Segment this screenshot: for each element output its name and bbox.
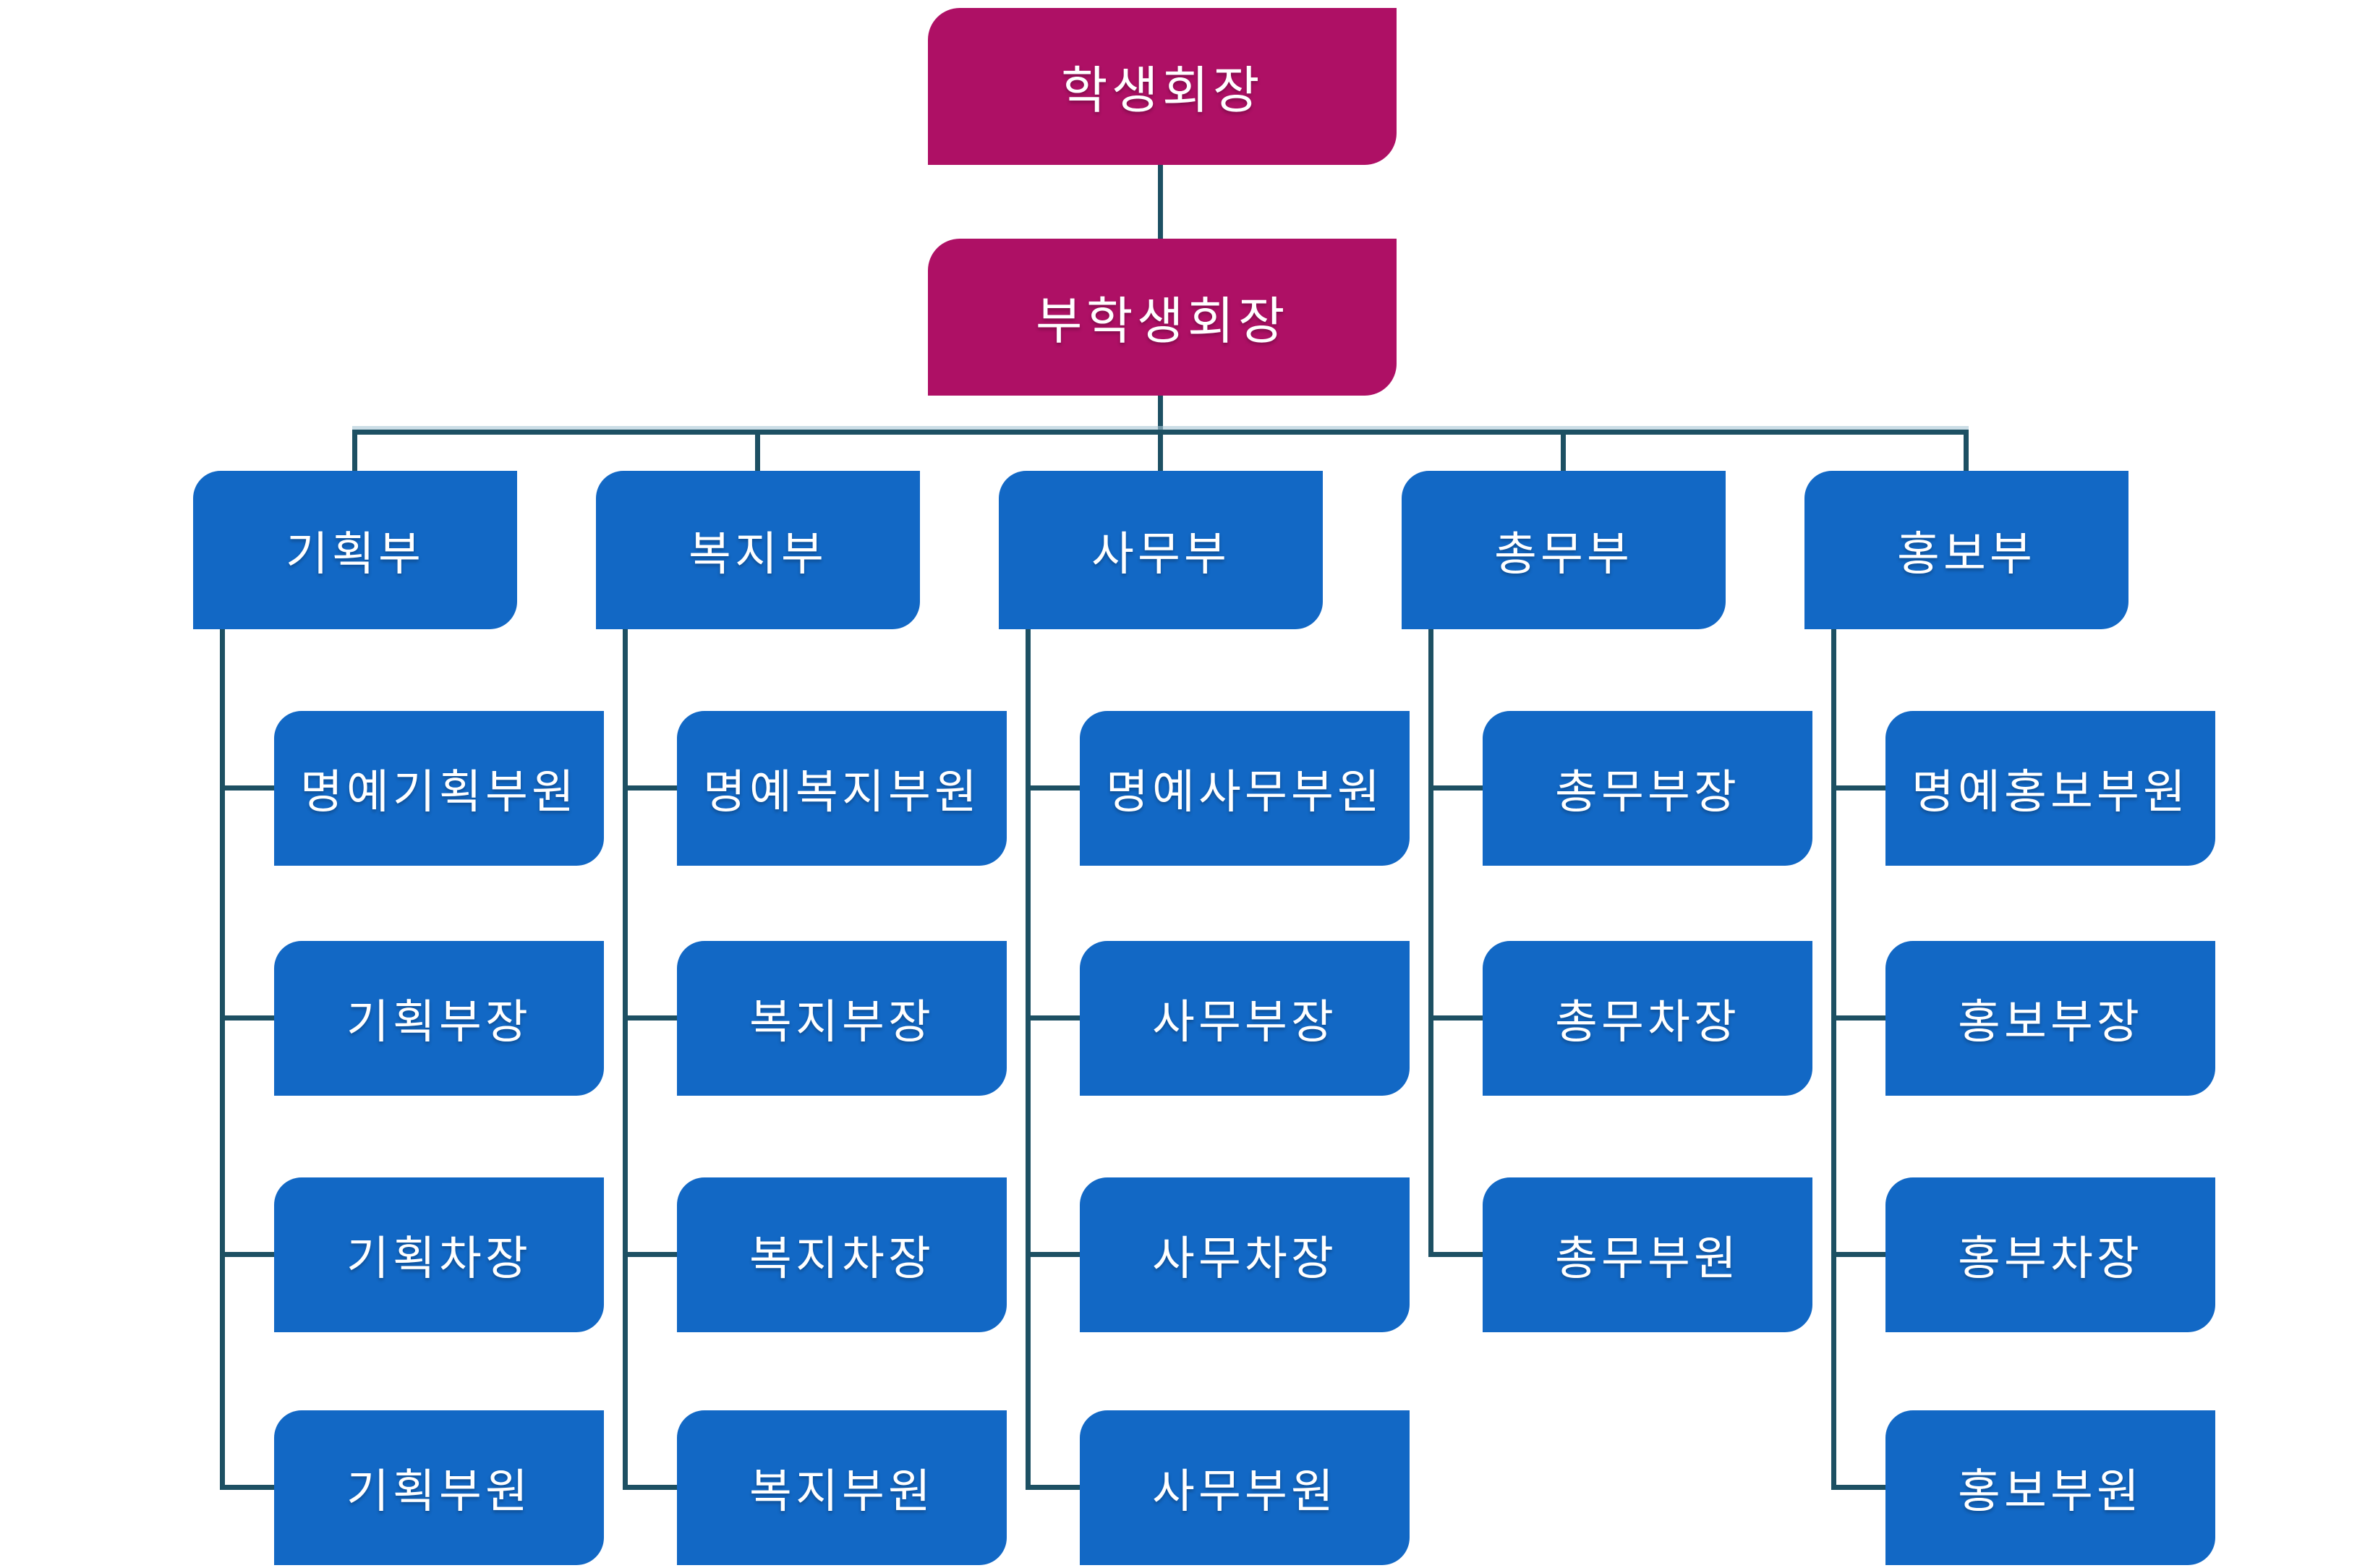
column-line-welfare: [623, 629, 628, 1490]
connector-drop-office: [1158, 430, 1163, 471]
stub-general-affairs-0: [1428, 785, 1486, 791]
node-general-affairs-head: 총무부장: [1483, 711, 1812, 866]
stub-planning-1: [220, 1015, 277, 1021]
connector-drop-welfare: [755, 430, 760, 471]
connector-vice-bus: [1158, 396, 1163, 430]
dept-label-general-affairs: 총무부: [1494, 527, 1633, 580]
node-label: 홍보부장: [1958, 996, 2143, 1048]
column-line-general-affairs: [1428, 629, 1433, 1257]
stub-pr-2: [1831, 1252, 1888, 1257]
node-label: 총무차장: [1555, 996, 1740, 1048]
node-label: 명예사무부원: [1106, 766, 1384, 818]
node-planning-member: 기획부원: [274, 1410, 604, 1565]
node-planning-deputy: 기획차장: [274, 1177, 604, 1332]
stub-planning-2: [220, 1252, 277, 1257]
node-label: 총무부장: [1555, 766, 1740, 818]
node-label: 명예홍보부원: [1912, 766, 2189, 818]
connector-drop-planning: [352, 430, 357, 471]
stub-office-3: [1026, 1485, 1083, 1490]
stub-planning-3: [220, 1485, 277, 1490]
stub-pr-0: [1831, 785, 1888, 791]
node-label: 기획차장: [346, 1232, 532, 1284]
node-planning-honorary-member: 명예기획부원: [274, 711, 604, 866]
dept-box-pr: 홍보부: [1804, 471, 2128, 629]
dept-box-office: 사무부: [999, 471, 1323, 629]
stub-welfare-1: [623, 1015, 680, 1021]
node-office-honorary-member: 명예사무부원: [1080, 711, 1410, 866]
node-label: 사무부장: [1152, 996, 1337, 1048]
node-pr-deputy: 홍부차장: [1885, 1177, 2215, 1332]
stub-office-0: [1026, 785, 1083, 791]
stub-office-1: [1026, 1015, 1083, 1021]
column-line-office: [1026, 629, 1031, 1490]
node-label: 기획부원: [346, 1465, 532, 1517]
dept-label-welfare: 복지부: [689, 527, 827, 580]
node-general-affairs-deputy: 총무차장: [1483, 941, 1812, 1096]
dept-box-general-affairs: 총무부: [1402, 471, 1726, 629]
vice-president-box: 부학생회장: [928, 239, 1397, 396]
node-office-member: 사무부원: [1080, 1410, 1410, 1565]
stub-planning-0: [220, 785, 277, 791]
node-office-head: 사무부장: [1080, 941, 1410, 1096]
dept-box-welfare: 복지부: [596, 471, 920, 629]
node-label: 기획부장: [346, 996, 532, 1048]
node-label: 복지부장: [749, 996, 934, 1048]
dept-box-planning: 기획부: [193, 471, 517, 629]
node-label: 명예기획부원: [300, 766, 578, 818]
dept-label-planning: 기획부: [286, 527, 425, 580]
vice-president-label: 부학생회장: [1036, 293, 1289, 349]
dept-label-pr: 홍보부: [1897, 527, 2036, 580]
stub-pr-3: [1831, 1485, 1888, 1490]
stub-office-2: [1026, 1252, 1083, 1257]
stub-welfare-3: [623, 1485, 680, 1490]
node-label: 총무부원: [1555, 1232, 1740, 1284]
column-line-pr: [1831, 629, 1836, 1490]
node-office-deputy: 사무차장: [1080, 1177, 1410, 1332]
node-general-affairs-member: 총무부원: [1483, 1177, 1812, 1332]
node-label: 홍보부원: [1958, 1465, 2143, 1517]
node-pr-honorary-member: 명예홍보부원: [1885, 711, 2215, 866]
stub-general-affairs-1: [1428, 1015, 1486, 1021]
node-welfare-honorary-member: 명예복지부원: [677, 711, 1007, 866]
stub-welfare-0: [623, 785, 680, 791]
dept-label-office: 사무부: [1091, 527, 1230, 580]
connector-president-vice: [1158, 165, 1163, 239]
node-label: 명예복지부원: [703, 766, 981, 818]
president-label: 학생회장: [1061, 62, 1263, 119]
node-label: 복지부원: [749, 1465, 934, 1517]
node-label: 복지차장: [749, 1232, 934, 1284]
column-line-planning: [220, 629, 225, 1490]
stub-general-affairs-2: [1428, 1252, 1486, 1257]
connector-drop-general-affairs: [1561, 430, 1566, 471]
node-label: 홍부차장: [1958, 1232, 2143, 1284]
node-pr-head: 홍보부장: [1885, 941, 2215, 1096]
node-label: 사무부원: [1152, 1465, 1337, 1517]
node-welfare-deputy: 복지차장: [677, 1177, 1007, 1332]
node-planning-head: 기획부장: [274, 941, 604, 1096]
president-box: 학생회장: [928, 8, 1397, 165]
node-welfare-member: 복지부원: [677, 1410, 1007, 1565]
node-label: 사무차장: [1152, 1232, 1337, 1284]
node-welfare-head: 복지부장: [677, 941, 1007, 1096]
connector-drop-pr: [1964, 430, 1969, 471]
stub-welfare-2: [623, 1252, 680, 1257]
stub-pr-1: [1831, 1015, 1888, 1021]
node-pr-member: 홍보부원: [1885, 1410, 2215, 1565]
